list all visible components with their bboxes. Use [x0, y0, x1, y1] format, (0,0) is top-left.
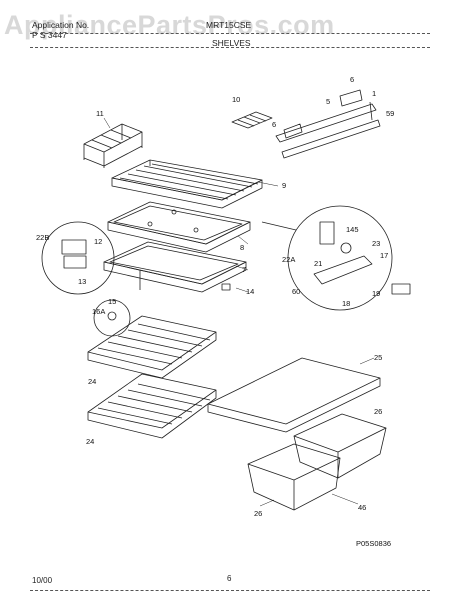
- callout-label: 6: [272, 120, 276, 129]
- callout-label: 18: [342, 299, 350, 308]
- callout-label: 26: [374, 407, 382, 416]
- section-title: SHELVES: [212, 38, 251, 48]
- callout-label: 7: [242, 265, 246, 274]
- callout-label: 6: [350, 75, 354, 84]
- leader-lines: [103, 117, 375, 507]
- callout-label: 46: [358, 503, 366, 512]
- wire-shelf-lower: [87, 373, 217, 439]
- callout-label: 11: [96, 109, 104, 118]
- wine-rack-part: [83, 123, 143, 168]
- shelf-part-8: [107, 201, 251, 253]
- callout-label: 8: [240, 243, 244, 252]
- model-number: MRT15CSE: [206, 20, 252, 30]
- callout-label: 14: [246, 287, 254, 296]
- callout-label: 23: [372, 239, 380, 248]
- header-rule: [30, 33, 430, 34]
- rail-assembly: [275, 89, 381, 159]
- crisper-drawer-upper: [293, 413, 387, 479]
- callout-label: 25: [374, 353, 382, 362]
- callout-label: 19: [372, 289, 380, 298]
- footer-page-number: 6: [227, 574, 232, 583]
- application-value: P S 3447: [32, 30, 67, 40]
- control-detail-circle: [261, 205, 411, 311]
- callout-label: 24: [86, 437, 94, 446]
- shelf-part-7: [103, 241, 247, 293]
- callout-label: 24: [88, 377, 96, 386]
- callout-label: 145: [346, 225, 359, 234]
- watermark: AppliancePartsPros.com: [4, 10, 335, 40]
- callout-label: 22B: [36, 233, 49, 242]
- callout-label: 21: [314, 259, 322, 268]
- crisper-cover-part: [207, 357, 381, 433]
- callout-label: 15: [108, 297, 116, 306]
- callout-label: 9: [282, 181, 286, 190]
- crisper-drawer-lower: [247, 443, 341, 511]
- callout-label: 60: [292, 287, 300, 296]
- shelf-part-9: [111, 159, 263, 209]
- callout-label: 17: [380, 251, 388, 260]
- callout-label: 59: [386, 109, 394, 118]
- callout-label: 26: [254, 509, 262, 518]
- wire-shelf-upper: [87, 315, 217, 379]
- section-rule: [30, 47, 430, 48]
- drawing-code: P05S0836: [356, 539, 391, 548]
- footer-date: 10/00: [32, 576, 53, 585]
- callout-label: 13: [78, 277, 86, 286]
- callout-label: 5: [326, 97, 330, 106]
- callout-label: 22A: [282, 255, 295, 264]
- callout-label: 1: [372, 89, 376, 98]
- application-label: Application No.: [32, 20, 90, 30]
- callout-label: 10: [232, 95, 240, 104]
- footer-rule: [30, 590, 430, 591]
- grille-part: [231, 111, 273, 129]
- callout-label: 12: [94, 237, 102, 246]
- callout-label: 16A: [92, 307, 105, 316]
- clip-part: [221, 283, 231, 291]
- damper-detail-circle: [41, 221, 115, 295]
